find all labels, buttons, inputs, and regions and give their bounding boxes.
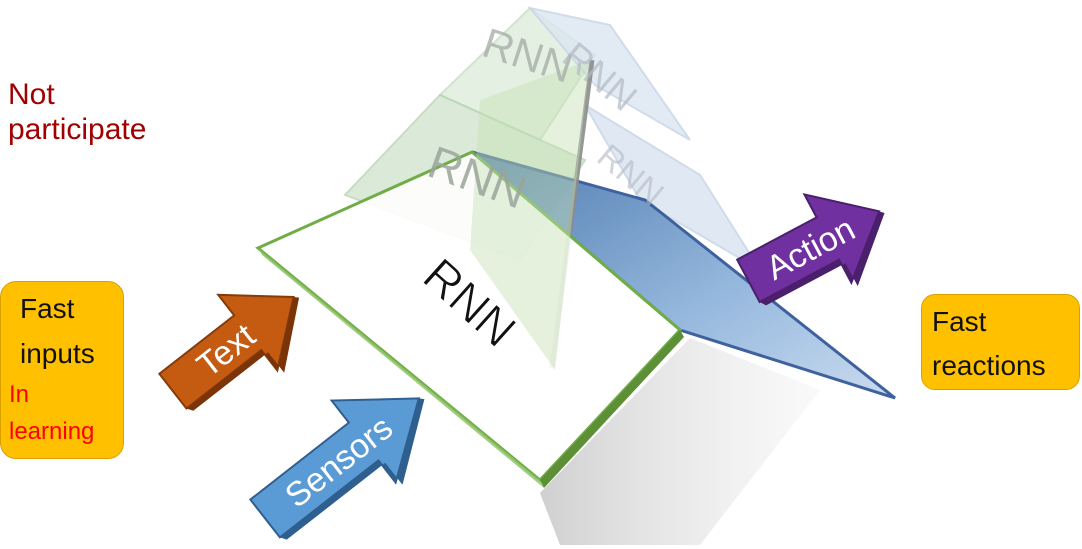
in-learning-line1: In — [9, 381, 30, 408]
fast-inputs-box — [0, 281, 124, 459]
fast-reactions-box — [921, 294, 1080, 390]
front-layer-edge — [540, 330, 684, 488]
fast-inputs-line1: Fast — [20, 293, 75, 324]
fast-reactions-line2: reactions — [932, 350, 1046, 381]
ridge-glass — [470, 60, 590, 370]
not-participate-label: Not participate — [8, 78, 147, 146]
front-layer-edge-left — [258, 248, 544, 488]
in-learning-line2: learning — [9, 418, 95, 445]
layer-shadow — [540, 338, 820, 545]
fast-inputs-line2: inputs — [20, 338, 95, 369]
fast-reactions-line1: Fast — [932, 306, 987, 337]
action-arrow-bevel — [759, 211, 885, 306]
back-blue-panel-top — [527, 6, 691, 141]
